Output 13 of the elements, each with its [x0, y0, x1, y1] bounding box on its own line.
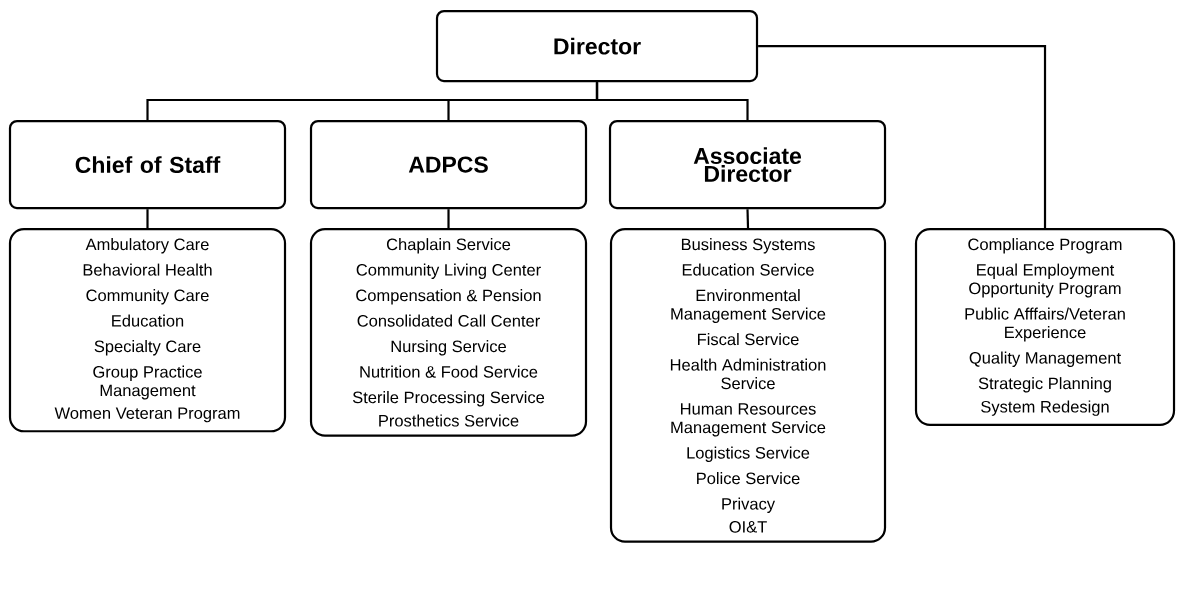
list-box: Chaplain Service Community Living Center Compensation & Pension Consolidated Call Center Nursing Service Nutrition & Food Service Sterile Processing Service Prosthetics Service — [309, 228, 588, 437]
title-box: Chief of Staff — [8, 120, 287, 210]
title-box: ADPCS — [309, 120, 588, 210]
connector-line — [758, 45, 1047, 228]
connector-line — [746, 209, 750, 229]
connector-line — [447, 209, 450, 228]
connector-line — [146, 209, 149, 228]
connector-line — [595, 82, 749, 120]
list-box: Compliance Program Equal Employment Opportunity Program Public Afffairs/Veteran Experience Quality Management Strategic Planning System Redesign — [914, 228, 1176, 426]
title-box: Associate Director — [608, 120, 887, 210]
list-box: Ambulatory Care Behavioral Health Community Care Education Specialty Care Group Practice Management Women Veteran Program — [8, 228, 287, 433]
title-box: Director — [435, 10, 759, 83]
list-box: Business Systems Education Service Environmental Management Service Fiscal Service Health Administration Service Human Resources Management Service Logistics Service Police Service Privacy OI&T — [609, 228, 887, 543]
